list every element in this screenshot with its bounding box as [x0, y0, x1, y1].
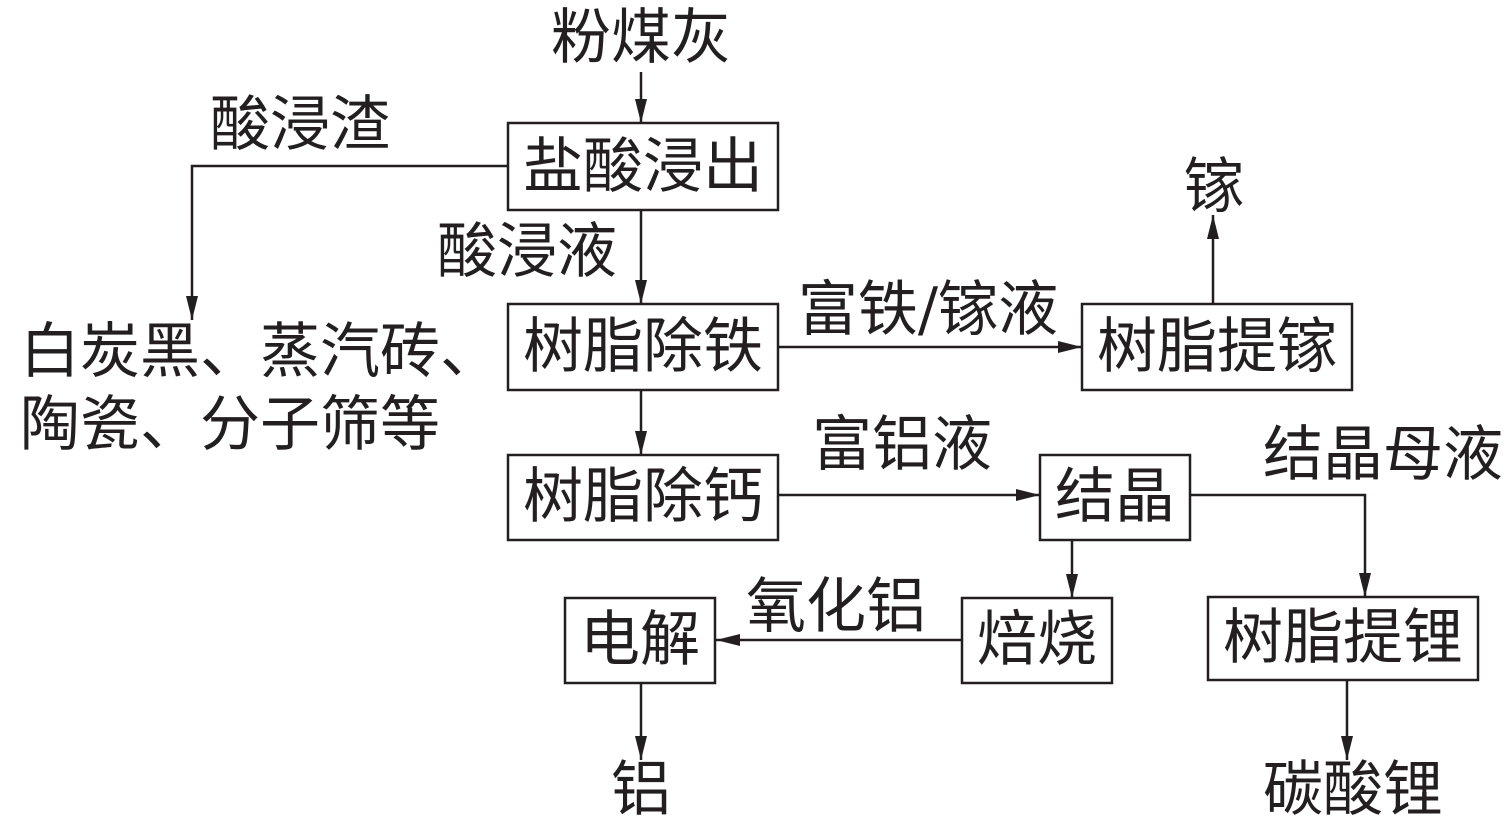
node-calcium-removal-label: 树脂除钙 [523, 462, 763, 532]
node-gallium-extraction-box [1080, 302, 1354, 392]
node-iron-removal-box [506, 302, 780, 392]
product-gallium: 镓 [1184, 152, 1244, 222]
node-lithium-extraction-label: 树脂提锂 [1223, 603, 1463, 673]
edge-label-acid-residue: 酸浸渣 [210, 90, 390, 160]
node-crystallization-box [1038, 453, 1192, 542]
product-lithium-carbonate: 碳酸锂 [1263, 755, 1443, 825]
node-crystallization-label: 结晶 [1055, 462, 1175, 532]
node-leach-box [506, 121, 780, 212]
node-roasting-label: 焙烧 [977, 605, 1097, 675]
residue-uses-line-2: 陶瓷、分子筛等 [20, 390, 440, 460]
residue-uses-line-1: 白炭黑、蒸汽砖、 [20, 317, 500, 387]
source-label: 粉煤灰 [551, 3, 731, 73]
edge-label-iron-gallium-liquor: 富铁/镓液 [798, 275, 1058, 345]
node-roasting-box [960, 596, 1114, 685]
node-gallium-extraction-label: 树脂提镓 [1097, 312, 1337, 382]
arrow-crystallization-to-lithium-extraction [1190, 493, 1371, 597]
arrow-leach-to-residue-uses [186, 164, 508, 320]
edge-label-mother-liquor: 结晶母液 [1263, 420, 1503, 490]
node-electrolysis-label: 电解 [580, 605, 700, 675]
node-calcium-removal-box [506, 453, 780, 542]
node-lithium-extraction-box [1206, 595, 1480, 682]
node-leach-label: 盐酸浸出 [523, 132, 763, 202]
product-aluminum: 铝 [611, 755, 671, 825]
node-iron-removal-label: 树脂除铁 [523, 312, 763, 382]
edge-label-acid-leachate: 酸浸液 [437, 217, 617, 287]
edge-label-aluminum-liquor: 富铝液 [812, 410, 992, 480]
edge-label-alumina: 氧化铝 [746, 572, 926, 642]
